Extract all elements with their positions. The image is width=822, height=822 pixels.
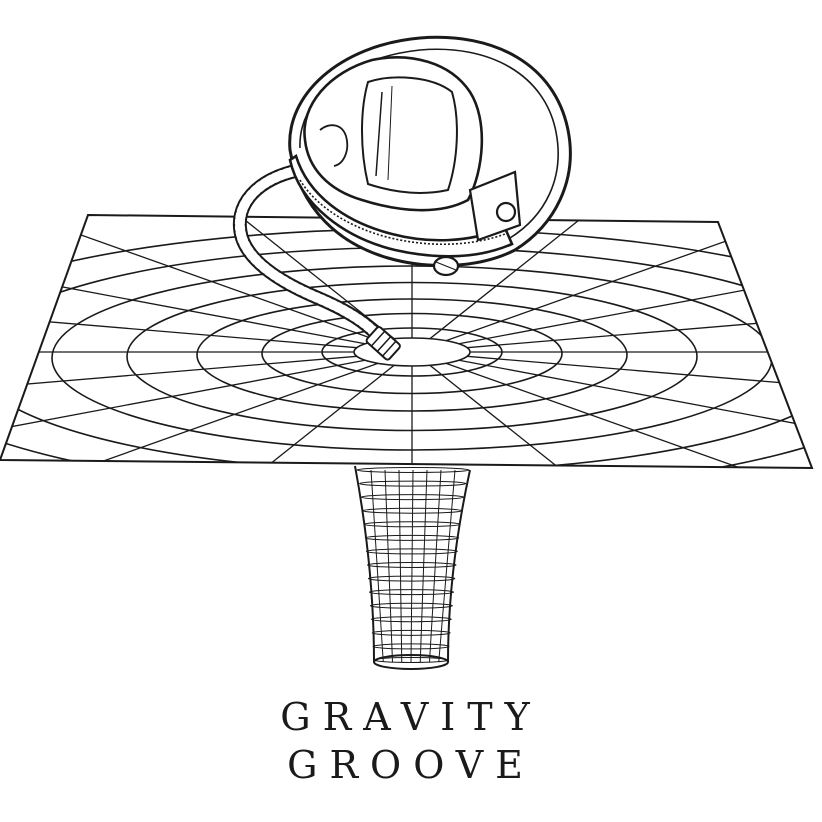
visor-side-notch: [319, 124, 349, 167]
grid-radial: [195, 364, 395, 468]
title-line-2: GROOVE: [287, 743, 535, 787]
funnel-grid: [356, 467, 470, 663]
funnel-right-edge: [447, 469, 471, 663]
visor-reflection-panel: [361, 76, 458, 194]
funnel-line: [410, 469, 414, 663]
grid-radial: [458, 245, 812, 345]
funnel-line: [429, 469, 442, 663]
grid-radial: [467, 355, 812, 409]
grid-radial: [445, 362, 812, 468]
hose-connector: [365, 326, 401, 361]
sheet-radial-lines: [0, 215, 812, 468]
helmet-side-knob: [495, 201, 517, 223]
funnel-line: [384, 469, 393, 663]
grid-radial: [195, 215, 395, 340]
gravity-funnel-tube: [354, 465, 471, 670]
helmet-ribbed-band: [299, 179, 506, 246]
grid-radial: [0, 295, 357, 349]
title-line-1: GRAVITY: [280, 695, 542, 739]
grid-radial: [0, 355, 357, 409]
grid-radial: [0, 362, 379, 468]
grid-radial: [0, 359, 366, 459]
grid-radial: [429, 215, 629, 340]
air-hose: [232, 163, 401, 361]
helmet-side-bracket: [468, 170, 522, 242]
astronaut-helmet: [288, 35, 572, 277]
grid-radial: [0, 245, 366, 345]
funnel-line: [370, 469, 384, 663]
funnel-line: [438, 469, 456, 663]
funnel-left-edge: [354, 465, 375, 663]
funnel-line: [398, 469, 403, 663]
grid-radial: [458, 359, 812, 459]
grid-radial: [429, 364, 629, 468]
funnel-line: [419, 469, 428, 663]
helmet-neck-ring: [288, 153, 514, 258]
